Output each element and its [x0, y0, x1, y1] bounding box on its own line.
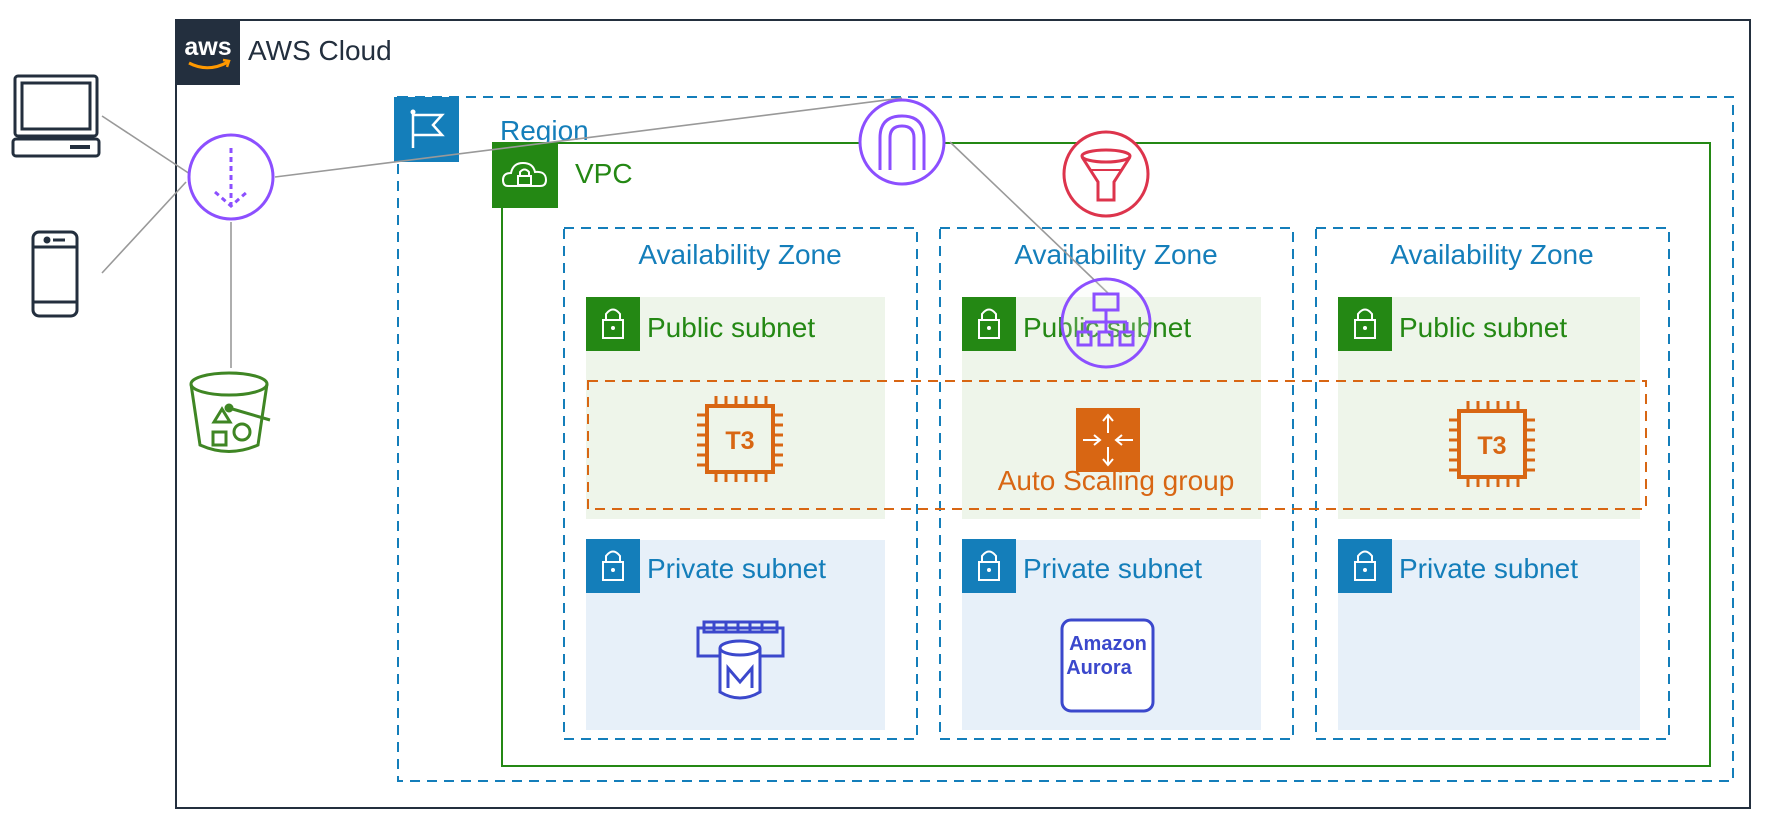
- public-subnet-3-label: Public subnet: [1399, 312, 1567, 343]
- aws-cloud-border: [175, 19, 1751, 809]
- load-balancer-icon: [1060, 277, 1152, 369]
- auto-scaling-group-label: Auto Scaling group: [998, 465, 1235, 496]
- waf-filter-icon: [1062, 130, 1150, 218]
- region-label: Region: [500, 115, 589, 146]
- private-subnet-2-label: Private subnet: [1023, 553, 1202, 584]
- desktop-client-icon: [11, 74, 101, 158]
- aws-cloud-label: AWS Cloud: [248, 35, 392, 66]
- az-1-border: [563, 227, 918, 740]
- auto-scaling-icon: [1076, 408, 1140, 472]
- private-subnet-3-label: Private subnet: [1399, 553, 1578, 584]
- aws-cloud-group: aws AWS Cloud: [175, 19, 1751, 809]
- amazon-aurora-icon: Amazon Aurora: [1060, 618, 1155, 713]
- connector-cloudfront-igw: [274, 97, 903, 178]
- private-subnet-1-lock-icon: [586, 539, 640, 593]
- ec2-t3-instance-icon: T3: [1449, 401, 1535, 487]
- vpc-cloud-lock-icon: [492, 142, 558, 208]
- connector-desktop-cloudfront: [101, 115, 191, 175]
- vpc-group: VPC: [492, 142, 1711, 767]
- connector-mobile-cloudfront: [101, 181, 187, 274]
- aurora-label-line1: Amazon: [1069, 633, 1147, 655]
- public-subnet-2-lock-icon: [962, 297, 1016, 351]
- connector-igw-load-balancer: [949, 141, 1111, 296]
- availability-zone-3: Availability Zone Public subnet Private …: [1315, 227, 1670, 740]
- vpc-label: VPC: [575, 158, 633, 189]
- aurora-label-line2: Aurora: [1066, 657, 1132, 679]
- connectors: [101, 97, 1111, 368]
- ec2-t3-instance-icon: T3: [697, 396, 783, 482]
- aws-logo-text: aws: [184, 33, 231, 61]
- az-2-border: [939, 227, 1294, 740]
- internet-gateway-icon: [858, 98, 946, 186]
- ec2-instance-2-label: T3: [1477, 432, 1506, 460]
- private-subnet-2-lock-icon: [962, 539, 1016, 593]
- az-3-label: Availability Zone: [1390, 239, 1593, 270]
- cloudfront-icon: [187, 133, 275, 221]
- az-3-border: [1315, 227, 1670, 740]
- region-group: Region: [394, 96, 1734, 782]
- az-1-label: Availability Zone: [638, 239, 841, 270]
- auto-scaling-group: Auto Scaling group: [587, 380, 1647, 510]
- region-border: [397, 96, 1734, 782]
- private-subnet-1-label: Private subnet: [647, 553, 826, 584]
- ec2-instance-1-label: T3: [725, 427, 754, 455]
- public-subnet-1-lock-icon: [586, 297, 640, 351]
- auto-scaling-group-border: [587, 380, 1647, 510]
- az-2-label: Availability Zone: [1014, 239, 1217, 270]
- private-subnet-3-lock-icon: [1338, 539, 1392, 593]
- aws-logo-icon: aws: [175, 20, 240, 85]
- mobile-client-icon: [31, 230, 79, 318]
- s3-bucket-icon: [189, 371, 271, 453]
- region-flag-icon: [394, 97, 459, 162]
- public-subnet-3-lock-icon: [1338, 297, 1392, 351]
- public-subnet-1-label: Public subnet: [647, 312, 815, 343]
- elasticache-memcached-icon: [696, 620, 785, 700]
